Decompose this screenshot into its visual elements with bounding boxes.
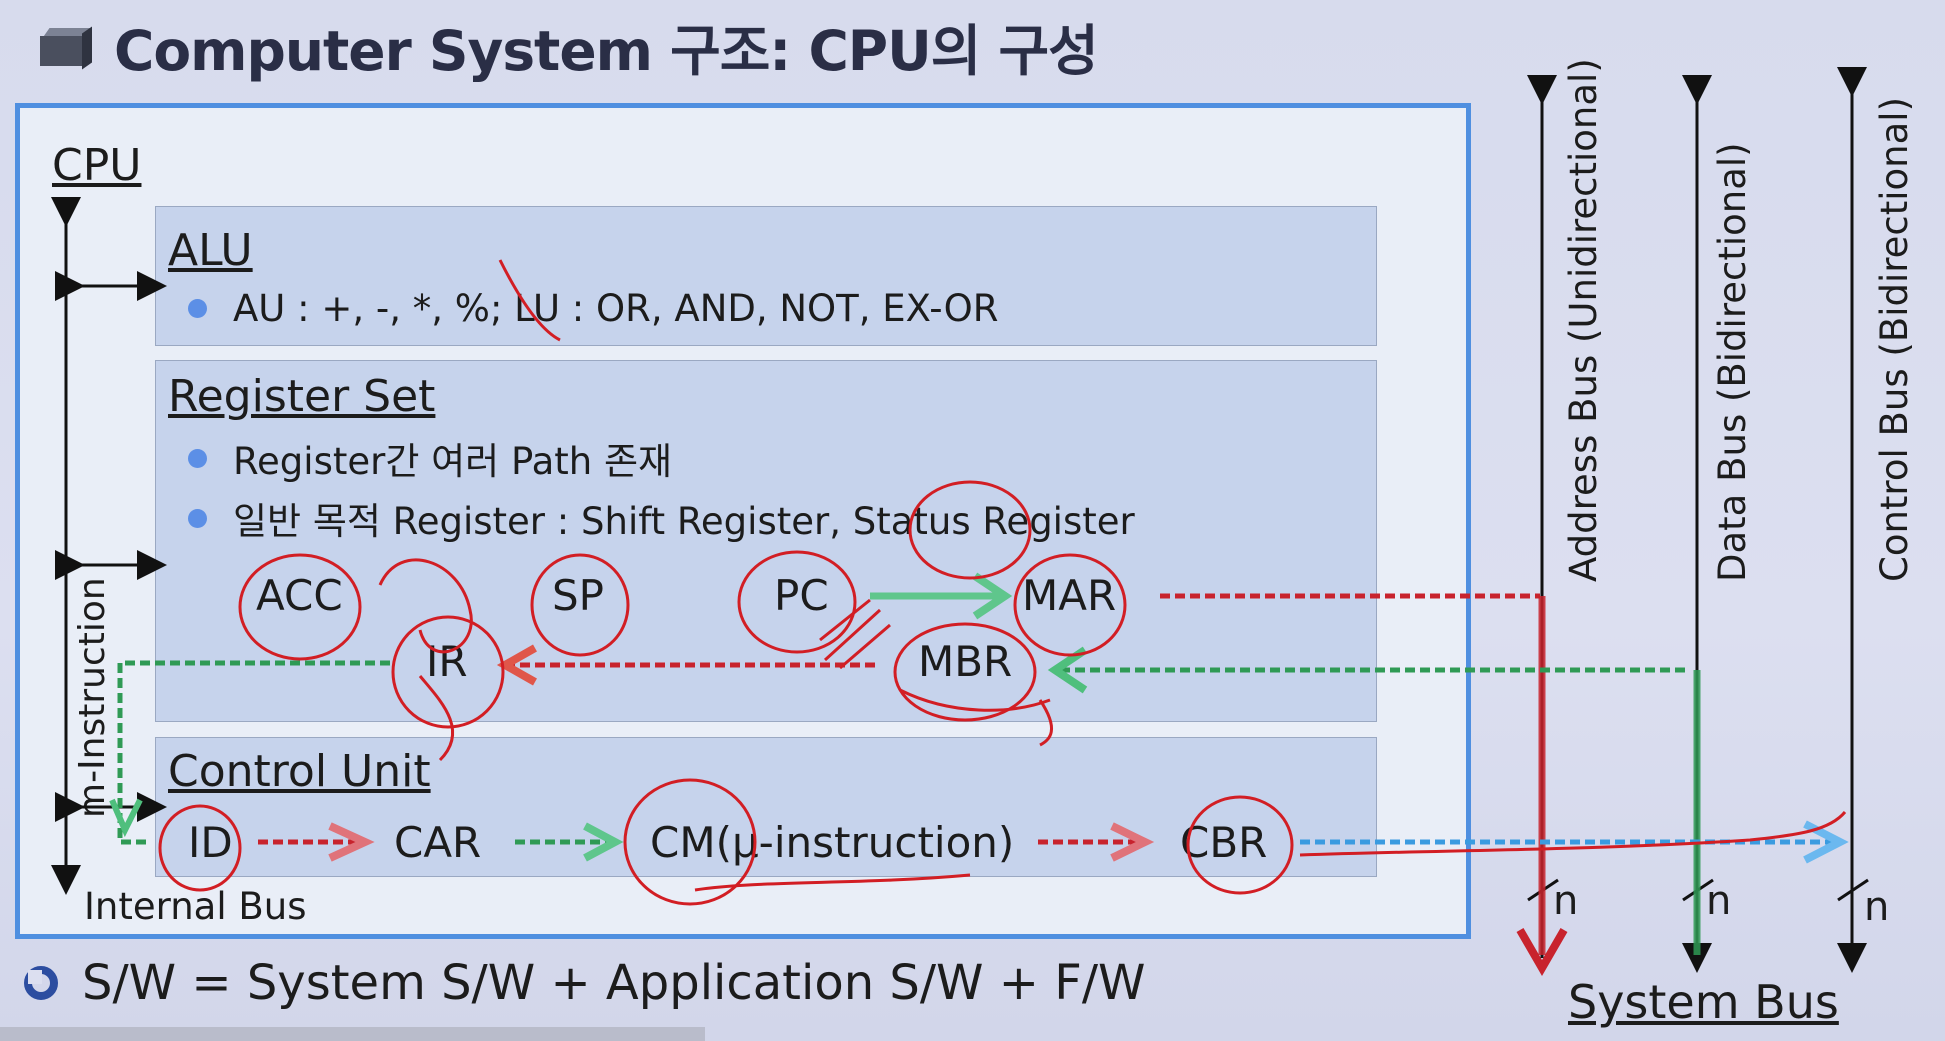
control-unit-panel: Control Unit ID CAR CM(μ-instruction) CB…: [155, 737, 1377, 877]
control-cm: CM(μ-instruction): [650, 818, 1015, 867]
page-title: Computer System 구조: CPU의 구성: [114, 18, 1099, 83]
register-set-title: Register Set: [168, 371, 436, 422]
handwritten-annotations: [158, 259, 1847, 906]
register-bullet-text-1: Register간 여러 Path 존재: [233, 440, 673, 483]
internal-bus-line: [51, 197, 167, 895]
register-bullet-text-2: 일반 목적 Register : Shift Register, Status …: [233, 500, 1135, 543]
bullet-dot: [188, 299, 207, 318]
data-path: [109, 572, 1701, 955]
control-cbr: CBR: [1180, 818, 1268, 867]
cube-icon: [40, 25, 92, 70]
address-path: [496, 593, 1568, 976]
bullet-dot: [188, 508, 207, 528]
register-bullet-2: 일반 목적 Register : Shift Register, Status …: [188, 491, 1135, 545]
bottom-strip: [0, 1027, 705, 1041]
alu-bullet-text: AU : +, -, *, %; LU : OR, AND, NOT, EX-O…: [233, 287, 999, 330]
address-bus-width: n: [1553, 878, 1579, 924]
ring-bullet-icon: [24, 966, 58, 1000]
alu-panel: ALU AU : +, -, *, %; LU : OR, AND, NOT, …: [155, 206, 1377, 346]
bullet-dot: [188, 448, 207, 468]
title-bar: Computer System 구조: CPU의 구성: [40, 8, 1099, 83]
control-car: CAR: [394, 818, 482, 867]
alu-bullet: AU : +, -, *, %; LU : OR, AND, NOT, EX-O…: [188, 287, 998, 330]
register-mar: MAR: [1022, 571, 1117, 620]
register-bullet-1: Register간 여러 Path 존재: [188, 431, 672, 485]
control-unit-title: Control Unit: [168, 746, 431, 797]
cpu-label: CPU: [52, 140, 142, 191]
software-formula-text: S/W = System S/W + Application S/W + F/W: [82, 955, 1146, 1011]
register-sp: SP: [552, 571, 604, 620]
register-mbr: MBR: [918, 637, 1013, 686]
control-unit-arrows: [258, 820, 1849, 864]
software-formula: S/W = System S/W + Application S/W + F/W: [24, 955, 1145, 1011]
register-pc: PC: [774, 571, 829, 620]
register-acc: ACC: [256, 571, 343, 620]
control-bus-width: n: [1864, 884, 1890, 930]
internal-bus-label: Internal Bus: [84, 885, 307, 928]
control-id: ID: [188, 818, 233, 867]
alu-title: ALU: [168, 225, 253, 276]
system-bus-label: System Bus: [1568, 975, 1839, 1029]
